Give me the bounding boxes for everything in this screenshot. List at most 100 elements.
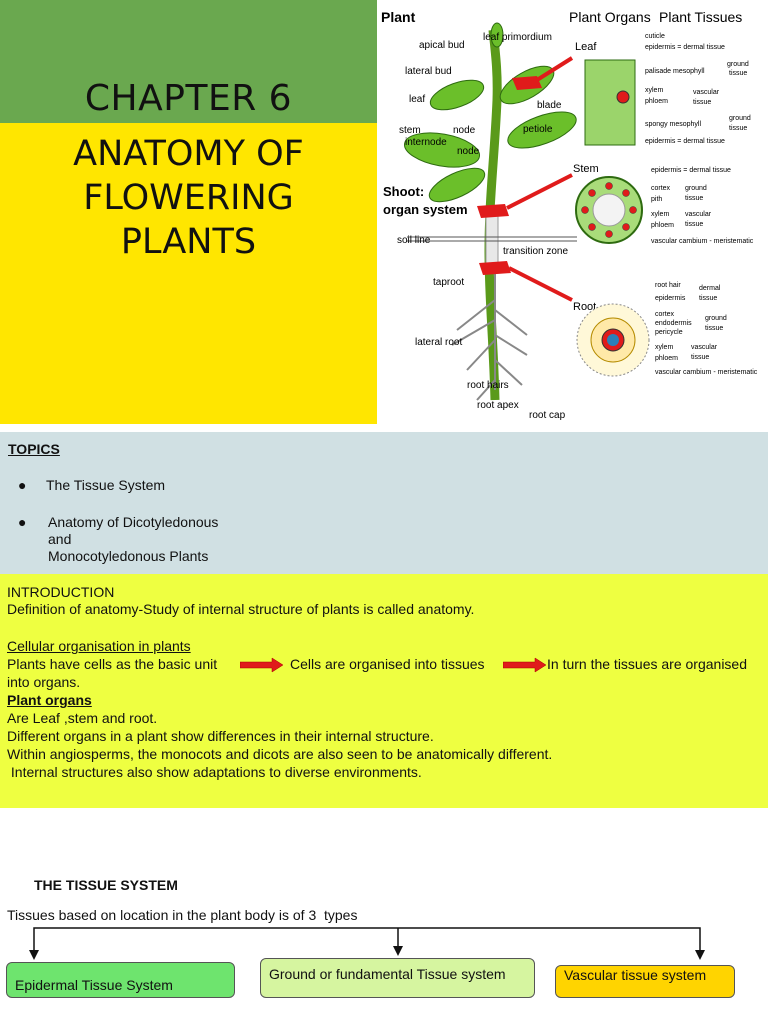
intro-definition: Definition of anatomy-Study of internal … [7, 601, 475, 617]
part-label: root cap [529, 410, 566, 421]
tissue-label: vascular [691, 344, 718, 351]
tissue-label: tissue [691, 354, 709, 361]
tissue-label: xylem [651, 211, 669, 218]
bullet-icon: ● [18, 477, 27, 493]
arrow-right-icon [240, 657, 284, 673]
flow-continuation: into organs. [7, 674, 81, 690]
tissue-label: tissue [685, 195, 703, 202]
part-label: lateral bud [405, 66, 452, 77]
part-label: Shoot: [383, 184, 424, 199]
part-label: organ system [383, 202, 468, 217]
tissue-label: tissue [693, 99, 711, 106]
title-line: ANATOMY OF [73, 134, 304, 174]
tissue-label: phloem [655, 355, 678, 362]
flow-step: Plants have cells as the basic unit [7, 656, 218, 672]
part-label: apical bud [419, 40, 465, 51]
chapter-title: ANATOMY OF FLOWERING PLANTS [0, 132, 377, 264]
organ-label: Leaf [575, 41, 597, 53]
part-label: transition zone [503, 246, 568, 257]
part-label: root hairs [467, 380, 509, 391]
root-section: Root root hair epidermis dermal tissue c… [573, 282, 758, 377]
topics-heading: TOPICS [8, 441, 60, 457]
cellular-heading: Cellular organisation in plants [7, 638, 191, 654]
tissue-label: spongy mesophyll [645, 121, 701, 128]
leaf-section: Leaf cuticle epidermis = dermal tissue p… [575, 33, 751, 146]
tissue-label: palisade mesophyll [645, 68, 705, 75]
topic-line: Monocotyledonous Plants [48, 548, 209, 564]
tissue-label: root hair [655, 282, 681, 289]
tissue-label: xylem [655, 344, 673, 351]
tissue-label: tissue [699, 295, 717, 302]
organs-line: Are Leaf ,stem and root. [7, 710, 158, 726]
tissue-label: ground [705, 315, 727, 322]
tissue-label: epidermis = dermal tissue [651, 167, 731, 174]
tissue-label: ground [727, 61, 749, 68]
tissue-label: xylem [645, 87, 663, 94]
tissue-tree-connector [29, 927, 705, 960]
tissue-label: epidermis [655, 295, 686, 302]
topic-line: Anatomy of Dicotyledonous [48, 514, 219, 530]
introduction-panel [0, 574, 768, 808]
tissue-type-label: Ground or fundamental Tissue system [269, 966, 506, 982]
part-label: leaf [409, 94, 425, 105]
topic-item: The Tissue System [46, 477, 166, 493]
tissue-label: epidermis = dermal tissue [645, 138, 725, 145]
ground-tissue-box: Ground or fundamental Tissue system [260, 958, 535, 998]
part-label: node [457, 146, 480, 157]
part-label: root apex [477, 400, 519, 411]
part-label: node [453, 125, 476, 136]
flow-step: Cells are organised into tissues [290, 656, 485, 672]
part-label: blade [537, 100, 562, 111]
stem-section: Stem epidermis = dermal tissue cortex pi… [573, 163, 754, 245]
organs-line: Internal structures also show adaptation… [7, 764, 422, 780]
plant-anatomy-diagram: Plant Plant Organs Plant Tissues apical … [377, 0, 768, 424]
tissue-label: pith [651, 196, 662, 203]
flow-step: In turn the tissues are organised [547, 656, 748, 672]
tissue-label: tissue [729, 125, 747, 132]
tissue-label: tissue [685, 221, 703, 228]
tissue-system-subtitle: Tissues based on location in the plant b… [7, 907, 358, 923]
intro-heading: INTRODUCTION [7, 584, 115, 600]
tissue-label: endodermis [655, 320, 692, 327]
tissue-label: phloem [651, 222, 674, 229]
topic-line: and [48, 531, 72, 547]
tissue-label: cortex [655, 311, 675, 318]
plant-illustration [403, 22, 577, 401]
organs-line: Within angiosperms, the monocots and dic… [7, 746, 553, 762]
tissue-label: vascular [685, 211, 712, 218]
header-green-band [0, 0, 377, 123]
organs-heading: Plant organs [7, 692, 92, 708]
tissue-system-heading: THE TISSUE SYSTEM [34, 877, 178, 893]
part-label: soil line [397, 235, 431, 246]
tissue-label: cuticle [645, 33, 665, 40]
tissue-label: ground [729, 115, 751, 122]
epidermal-tissue-box: Epidermal Tissue System [6, 962, 235, 998]
topic-item: Anatomy of Dicotyledonous and Monocotyle… [48, 514, 218, 565]
part-label: stem [399, 125, 421, 136]
part-label: petiole [523, 124, 553, 135]
arrow-right-icon [503, 657, 547, 673]
tissue-label: vascular cambium - meristematic [655, 369, 758, 376]
part-label: internode [405, 137, 447, 148]
tissue-type-label: Epidermal Tissue System [15, 977, 173, 993]
organs-line: Different organs in a plant show differe… [7, 728, 434, 744]
tissue-label: ground [685, 185, 707, 192]
plant-label: Plant [381, 9, 416, 25]
bullet-icon: ● [18, 514, 27, 530]
organ-label: Stem [573, 163, 599, 175]
tissue-label: vascular cambium - meristematic [651, 238, 754, 245]
tissue-label: phloem [645, 98, 668, 105]
tissue-label: vascular [693, 89, 720, 96]
part-label: leaf primordium [483, 32, 552, 43]
tissue-label: dermal [699, 285, 721, 292]
plant-organs-label: Plant Organs [569, 9, 651, 25]
header-yellow-band [0, 123, 377, 424]
vascular-tissue-box: Vascular tissue system [555, 965, 735, 998]
part-label: lateral root [415, 337, 462, 348]
plant-part-labels: apical bud leaf primordium lateral bud l… [383, 32, 568, 421]
topics-panel [0, 432, 768, 574]
plant-tissues-label: Plant Tissues [659, 9, 742, 25]
tissue-label: tissue [729, 70, 747, 77]
chapter-number: CHAPTER 6 [84, 78, 293, 119]
tissue-label: epidermis = dermal tissue [645, 44, 725, 51]
